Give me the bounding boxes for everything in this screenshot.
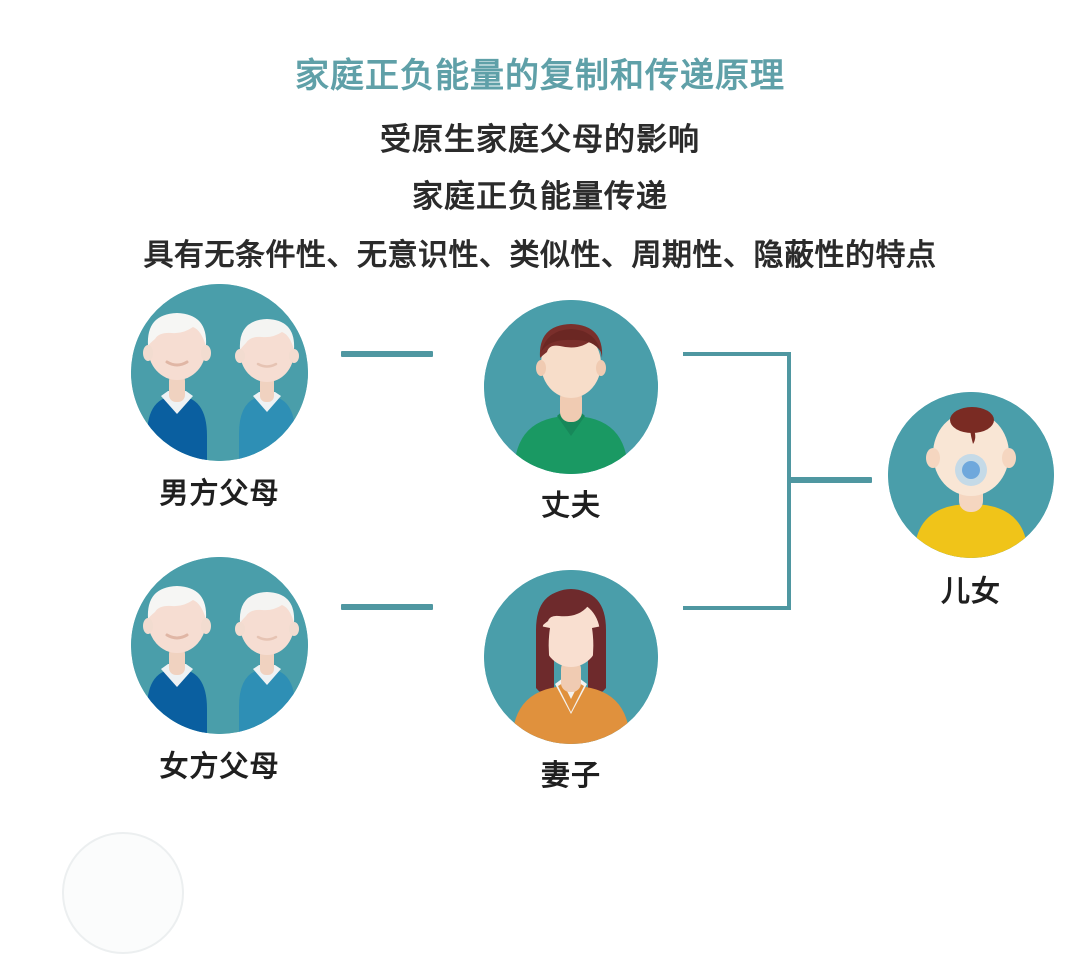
connector-husband-parents-to-husband (341, 351, 433, 357)
node-husband-parents[interactable]: 男方父母 (131, 284, 308, 510)
subtitle-line-3: 具有无条件性、无意识性、类似性、周期性、隐蔽性的特点 (143, 239, 937, 273)
node-label-wife-parents: 女方父母 (159, 751, 280, 783)
node-child[interactable]: 儿女 (888, 392, 1054, 608)
woman-avatar-icon (484, 570, 658, 744)
bracket-top-segment (683, 352, 791, 356)
page-title: 家庭正负能量的复制和传递原理 (295, 57, 785, 95)
connector-bracket-to-child (790, 477, 872, 483)
heading-block: 家庭正负能量的复制和传递原理 受原生家庭父母的影响 家庭正负能量传递 具有无条件… (0, 0, 1080, 274)
node-wife[interactable]: 妻子 (484, 570, 658, 792)
bracket-bottom-segment (683, 606, 791, 610)
connector-wife-parents-to-wife (341, 604, 433, 610)
bracket-right-segment (787, 352, 791, 610)
node-husband[interactable]: 丈夫 (484, 300, 658, 522)
node-label-husband-parents: 男方父母 (159, 478, 280, 510)
family-energy-transfer-diagram: 男方父母 丈夫 (131, 284, 1054, 792)
node-label-child: 儿女 (940, 576, 1002, 608)
subtitle-line-2: 家庭正负能量传递 (412, 179, 668, 215)
man-avatar-icon (484, 300, 658, 474)
connector-couple-bracket (683, 352, 791, 610)
elderly-couple-avatar-icon (131, 284, 308, 461)
baby-avatar-icon (888, 392, 1054, 558)
node-wife-parents[interactable]: 女方父母 (131, 557, 308, 783)
subtitle-line-1: 受原生家庭父母的影响 (380, 122, 700, 158)
elderly-couple-avatar-icon (131, 557, 308, 734)
node-label-husband: 丈夫 (540, 490, 602, 522)
decorative-arc (62, 832, 184, 954)
node-label-wife: 妻子 (540, 760, 602, 792)
